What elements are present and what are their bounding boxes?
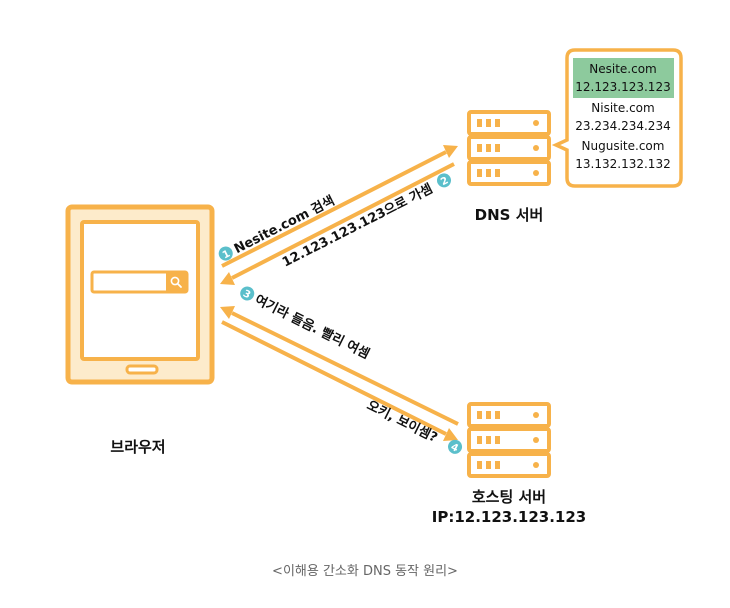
arrow-from-dns — [220, 162, 455, 285]
record-domain-3: Nugusite.com — [582, 139, 665, 153]
step-3-badge — [240, 286, 255, 301]
record-ip-1: 12.123.123.123 — [575, 80, 670, 94]
hosting-server-ip: IP:12.123.123.123 — [432, 508, 586, 526]
arrow-to-hosting — [221, 320, 458, 441]
dns-records-bubble: Nesite.com 12.123.123.123 Nisite.com 23.… — [551, 48, 683, 188]
step-1-badge — [218, 246, 233, 261]
arrow-to-dns — [221, 145, 458, 268]
step-4: 오키, 보이셈? 4 — [364, 397, 463, 455]
browser-device — [65, 204, 215, 385]
hosting-server-label: 호스팅 서버 — [472, 488, 546, 506]
record-ip-3: 13.132.132.132 — [575, 157, 670, 171]
hosting-server-icon — [467, 402, 551, 478]
step-3-number: 3 — [241, 288, 252, 301]
record-ip-2: 23.234.234.234 — [575, 119, 670, 133]
diagram-caption: <이해용 간소화 DNS 동작 원리> — [272, 564, 458, 579]
search-icon — [166, 272, 187, 292]
step-2-badge — [437, 173, 452, 188]
step-2-number: 2 — [439, 175, 450, 188]
step-1-number: 1 — [221, 248, 232, 261]
dns-server-icon — [467, 110, 551, 186]
dns-server-label: DNS 서버 — [475, 206, 544, 224]
browser-label: 브라우저 — [110, 438, 165, 456]
step-4-text: 오키, 보이셈? — [364, 397, 440, 446]
arrow-from-hosting — [220, 306, 459, 426]
home-button — [125, 364, 159, 375]
highlighted-record — [573, 58, 674, 98]
record-domain-1: Nesite.com — [589, 62, 656, 76]
step-4-number: 4 — [449, 442, 460, 455]
record-domain-2: Nisite.com — [591, 101, 654, 115]
step-4-badge — [448, 439, 463, 454]
